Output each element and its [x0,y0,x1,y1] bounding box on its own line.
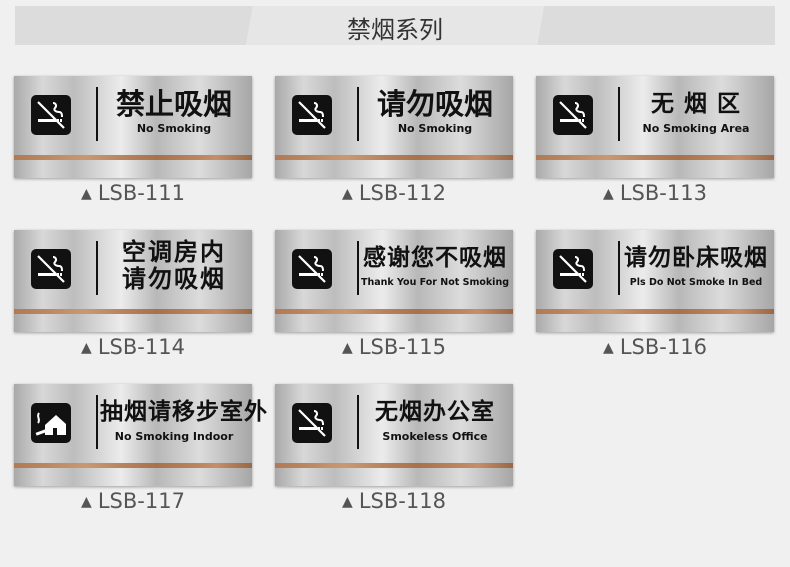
sign-text: 抽烟请移步室外 No Smoking Indoor [100,394,268,443]
sign-divider [357,395,359,449]
triangle-marker-icon: ▲ [603,340,614,356]
copper-stripe [275,155,513,160]
sign-product-image[interactable]: 抽烟请移步室外 No Smoking Indoor [14,384,268,486]
copper-stripe [275,463,513,468]
no-smoking-icon [31,249,71,289]
sign-english-text: Smokeless Office [382,430,488,443]
sign-product-image[interactable]: 空调房内请勿吸烟 [14,230,252,332]
no-smoking-icon [31,95,71,135]
sign-divider [618,87,620,141]
sign-chinese-text: 禁止吸烟 [115,87,232,121]
triangle-marker-icon: ▲ [81,186,92,202]
product-code: LSB-115 [358,335,446,359]
product-code: LSB-116 [619,335,707,359]
no-smoking-icon [292,403,332,443]
product-code-label: ▲ LSB-114 [14,335,252,359]
sign-chinese-text: 请勿卧床吸烟 [624,245,768,271]
triangle-marker-icon: ▲ [342,340,353,356]
sign-chinese-text: 无烟办公室 [375,399,495,425]
no-smoking-icon [553,249,593,289]
sign-text: 无烟办公室 Smokeless Office [361,394,509,443]
sign-english-text: No Smoking [136,122,212,135]
product-code-label: ▲ LSB-111 [14,181,252,205]
product-code: LSB-118 [358,489,446,513]
triangle-marker-icon: ▲ [342,186,353,202]
triangle-marker-icon: ▲ [603,186,614,202]
product-code-label: ▲ LSB-117 [14,489,252,513]
product-code: LSB-117 [97,489,185,513]
product-code-label: ▲ LSB-118 [275,489,513,513]
product-code-label: ▲ LSB-116 [536,335,774,359]
section-header: 禁烟系列 [15,6,775,45]
copper-stripe [14,463,252,468]
sign-chinese-text: 无 烟 区 [650,91,741,117]
product-code-label: ▲ LSB-115 [275,335,513,359]
sign-english-text: No Smoking Indoor [114,430,234,443]
copper-stripe [536,309,774,314]
no-smoking-icon [292,95,332,135]
sign-chinese-text: 感谢您不吸烟 [363,245,507,271]
sign-divider [357,241,359,295]
sign-text-line-1: 空调房内 [122,238,226,266]
sign-product-image[interactable]: 无烟办公室 Smokeless Office [275,384,513,486]
sign-chinese-text: 请勿吸烟 [376,87,493,121]
section-title: 禁烟系列 [347,16,443,44]
triangle-marker-icon: ▲ [342,494,353,510]
sign-text-line-2: 请勿吸烟 [122,265,226,293]
sign-divider [357,87,359,141]
sign-text: 无 烟 区 No Smoking Area [622,86,770,135]
sign-divider [96,395,98,449]
copper-stripe [14,309,252,314]
sign-text: 感谢您不吸烟 Thank You For Not Smoking [361,240,509,289]
triangle-marker-icon: ▲ [81,494,92,510]
copper-stripe [536,155,774,160]
sign-english-text: Thank You For Not Smoking [361,277,510,288]
smoke-outdoor-house-icon [31,403,71,443]
product-code-label: ▲ LSB-112 [275,181,513,205]
sign-divider [618,241,620,295]
sign-english-text: No Smoking [397,122,473,135]
product-code: LSB-112 [358,181,446,205]
sign-english-text: No Smoking Area [642,122,750,135]
no-smoking-icon [553,95,593,135]
sign-product-image[interactable]: 无 烟 区 No Smoking Area [536,76,774,178]
triangle-marker-icon: ▲ [81,340,92,356]
product-code-label: ▲ LSB-113 [536,181,774,205]
sign-chinese-text: 抽烟请移步室外 [100,399,268,425]
product-code: LSB-111 [97,181,185,205]
sign-divider [96,87,98,141]
sign-divider [96,241,98,295]
product-code: LSB-114 [97,335,185,359]
no-smoking-icon [292,249,332,289]
sign-product-image[interactable]: 请勿卧床吸烟 Pls Do Not Smoke In Bed [536,230,774,332]
sign-english-text: Pls Do Not Smoke In Bed [629,277,763,288]
copper-stripe [275,309,513,314]
copper-stripe [14,155,252,160]
sign-product-image[interactable]: 感谢您不吸烟 Thank You For Not Smoking [275,230,513,332]
sign-text: 空调房内请勿吸烟 [100,239,248,293]
product-code: LSB-113 [619,181,707,205]
sign-text: 请勿卧床吸烟 Pls Do Not Smoke In Bed [622,240,770,289]
